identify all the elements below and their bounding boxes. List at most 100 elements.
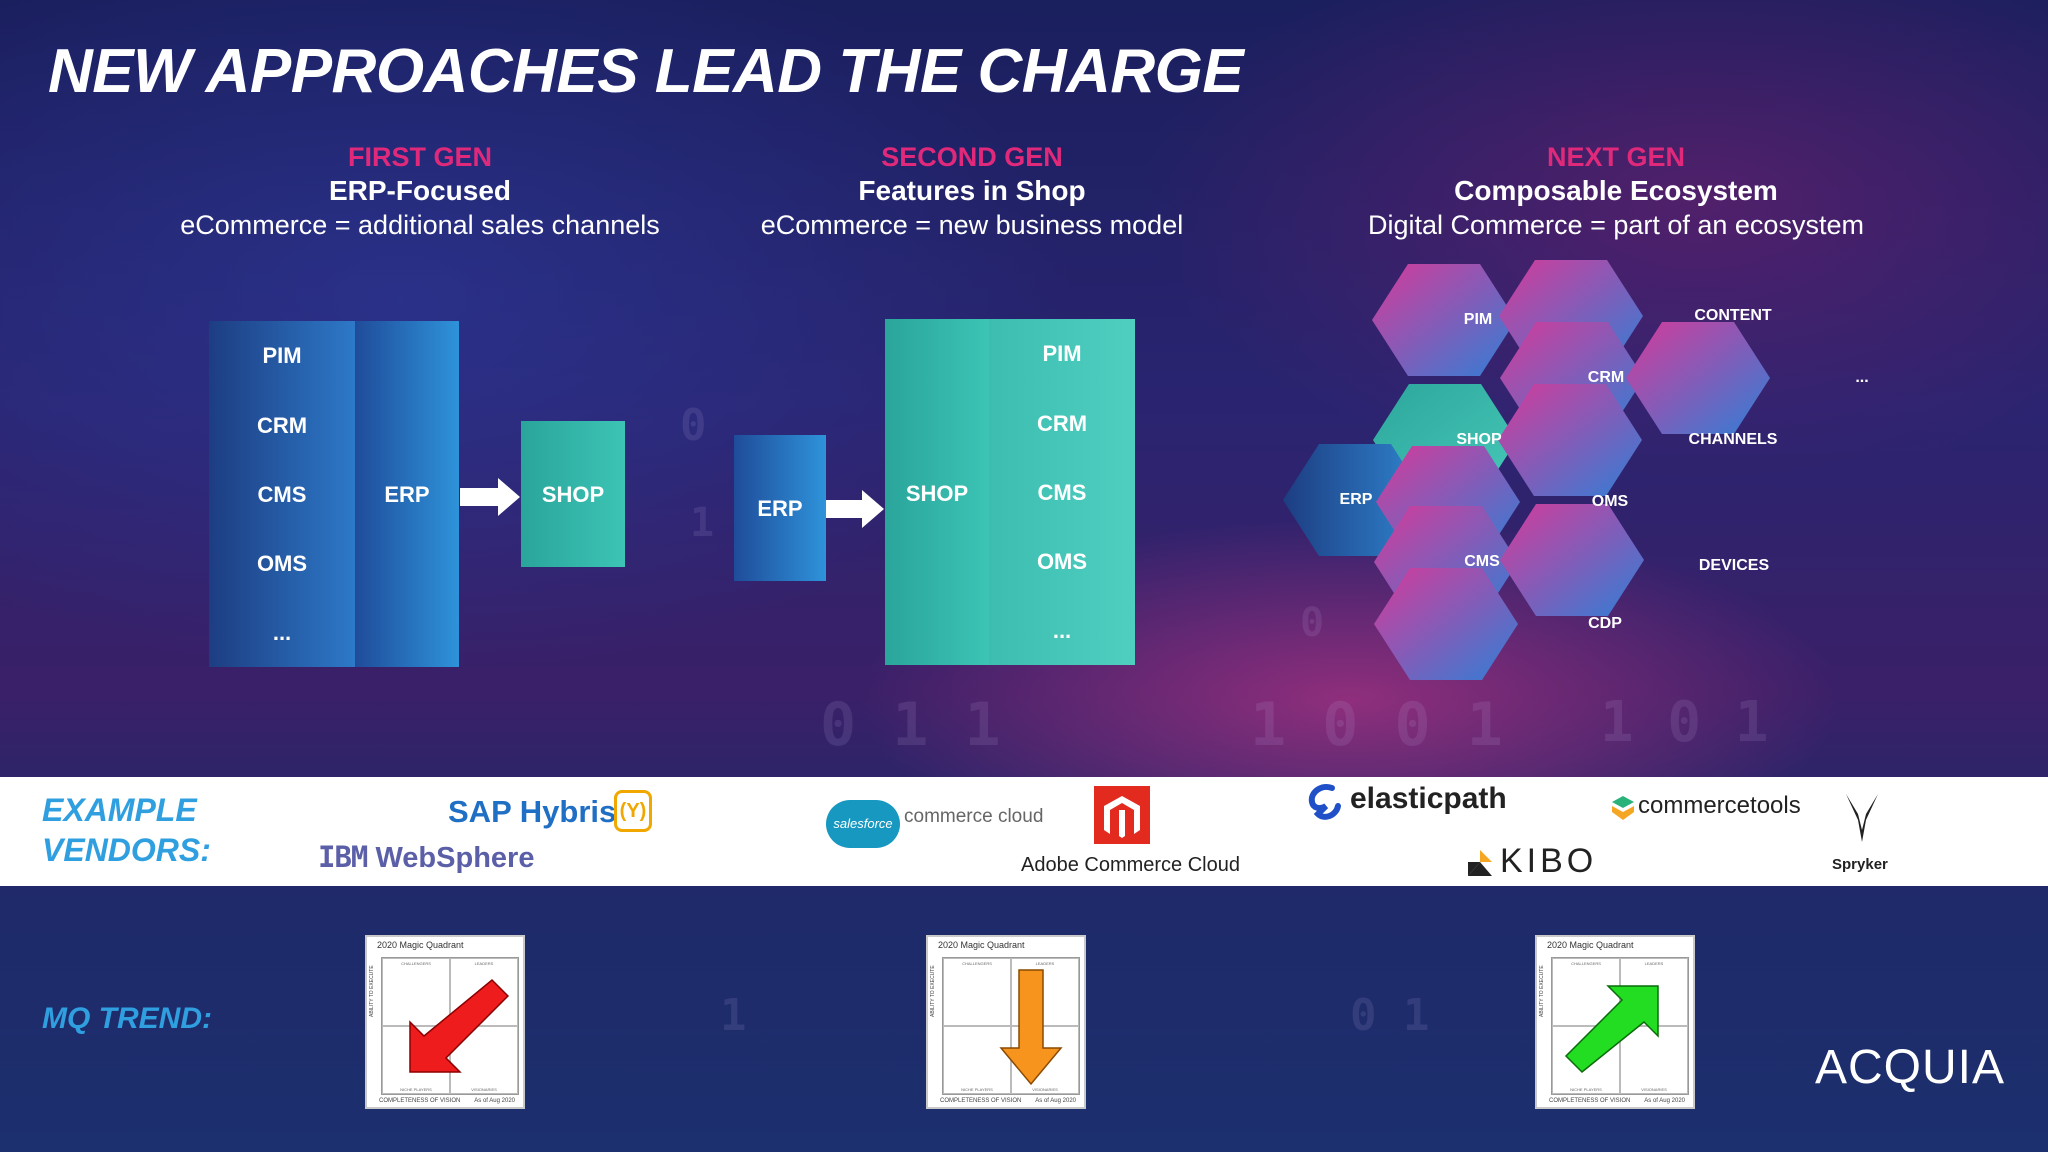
ibm-logo-icon: IBM	[318, 840, 368, 874]
module-label: CRM	[1036, 411, 1088, 436]
mq-card-next-gen: 2020 Magic Quadrant CHALLENGERS LEADERS …	[1535, 935, 1695, 1109]
hex-devices	[1500, 504, 1644, 616]
mq-card-title: 2020 Magic Quadrant	[938, 940, 1025, 950]
mq-quadrant-label: VISIONARIES	[1032, 1087, 1058, 1092]
shop-label: SHOP	[541, 482, 605, 507]
second-gen-shop-block	[885, 319, 989, 665]
mq-card-first-gen: 2020 Magic Quadrant CHALLENGERS LEADERS …	[365, 935, 525, 1109]
first-gen-shop-block	[521, 421, 625, 567]
right-arrow-icon	[826, 490, 884, 528]
mq-card-title: 2020 Magic Quadrant	[377, 940, 464, 950]
mq-trend-label: MQ TREND:	[42, 1002, 212, 1035]
adobe-magento-logo-icon	[1094, 786, 1150, 844]
hex-pim	[1372, 264, 1516, 376]
hex-label-cms: CMS	[1464, 553, 1500, 570]
vendors-label: EXAMPLE VENDORS:	[42, 790, 211, 870]
erp-label: ERP	[757, 496, 803, 521]
next-gen-honeycomb	[1283, 260, 1770, 680]
trend-arrow-down-left-icon	[409, 978, 510, 1073]
hex-cdp	[1374, 568, 1518, 680]
gen-description: eCommerce = additional sales channels	[180, 210, 660, 240]
elasticpath-logo-icon	[1308, 784, 1341, 820]
vendor-band	[0, 777, 2048, 886]
mq-x-axis: COMPLETENESS OF VISION	[1549, 1098, 1631, 1104]
gen-description: eCommerce = new business model	[760, 210, 1184, 240]
bg-digit: 0	[1300, 600, 1325, 646]
vendor-spryker: Spryker	[1832, 856, 1888, 873]
second-gen-modules-block	[989, 319, 1135, 665]
acquia-logo: ACQUIA	[1815, 1041, 2006, 1094]
module-label: OMS	[256, 551, 308, 576]
hex-label-cdp: CDP	[1588, 615, 1622, 632]
vendor-commercetools: commercetools	[1638, 792, 1801, 819]
slide-title: NEW APPROACHES LEAD THE CHARGE	[48, 37, 1244, 106]
bg-digit: 0 1	[1350, 990, 1430, 1041]
module-label: CRM	[256, 413, 308, 438]
column-heading-second: SECOND GEN Features in Shop eCommerce = …	[692, 140, 1252, 242]
hex-label-pim: PIM	[1463, 311, 1493, 328]
vendors-label-line2: VENDORS:	[42, 832, 211, 868]
mq-quadrant: NICHE PLAYERS	[1552, 1026, 1620, 1094]
vendors-label-line1: EXAMPLE	[42, 792, 197, 828]
column-heading-first: FIRST GEN ERP-Focused eCommerce = additi…	[140, 140, 700, 242]
mq-y-axis: ABILITY TO EXECUTE	[930, 965, 936, 1017]
mq-as-of: As of Aug 2020	[474, 1098, 515, 1104]
first-gen-erp-block	[355, 321, 459, 667]
mq-quadrant-label: LEADERS	[1644, 961, 1664, 966]
mq-quadrant-label: VISIONARIES	[1641, 1087, 1667, 1092]
module-label: ...	[1052, 618, 1072, 643]
hex-channels	[1498, 384, 1642, 496]
bg-digit: 1	[720, 990, 747, 1041]
gen-label: FIRST GEN	[347, 142, 492, 172]
hex-label-more: ...	[1855, 369, 1869, 386]
mq-x-axis: COMPLETENESS OF VISION	[940, 1098, 1022, 1104]
column-heading-next: NEXT GEN Composable Ecosystem Digital Co…	[1296, 140, 1936, 242]
mq-quadrant-label: LEADERS	[1035, 961, 1055, 966]
mq-quadrant: VISIONARIES	[450, 1026, 518, 1094]
gen-label: NEXT GEN	[1546, 142, 1686, 172]
vendor-adobe-commerce-cloud: Adobe Commerce Cloud	[1021, 854, 1240, 876]
mq-quadrant-label: NICHE PLAYERS	[1570, 1087, 1602, 1092]
spryker-logo-icon	[1846, 794, 1878, 842]
hex-label-erp: ERP	[1339, 491, 1373, 508]
hex-label-oms: OMS	[1591, 493, 1629, 510]
right-arrow-icon	[460, 478, 520, 516]
module-label: CMS	[1037, 480, 1087, 505]
vendor-kibo: KIBO	[1500, 842, 1598, 880]
mq-grid: CHALLENGERS LEADERS NICHE PLAYERS VISION…	[942, 957, 1080, 1095]
hex-label-content: CONTENT	[1694, 307, 1772, 324]
mq-quadrant: CHALLENGERS	[382, 958, 450, 1026]
mq-y-axis: ABILITY TO EXECUTE	[1539, 965, 1545, 1017]
gen-subtitle: Composable Ecosystem	[1454, 175, 1778, 206]
vendor-elasticpath: elasticpath	[1350, 782, 1507, 815]
module-label: CMS	[257, 482, 307, 507]
gen-subtitle: Features in Shop	[858, 175, 1086, 206]
trend-arrow-up-right-icon	[1564, 985, 1659, 1074]
hex-label-shop: SHOP	[1456, 431, 1502, 448]
mq-card-title: 2020 Magic Quadrant	[1547, 940, 1634, 950]
module-label: ...	[272, 620, 292, 645]
mq-quadrant: NICHE PLAYERS	[382, 1026, 450, 1094]
vendor-sap-hybris: SAP Hybris	[448, 794, 617, 829]
trend-arrow-down-icon	[999, 969, 1063, 1086]
mq-quadrant: LEADERS	[450, 958, 518, 1026]
mq-as-of: As of Aug 2020	[1035, 1098, 1076, 1104]
hex-label-channels: CHANNELS	[1688, 431, 1778, 448]
mq-quadrant-label: VISIONARIES	[471, 1087, 497, 1092]
mq-grid: CHALLENGERS LEADERS NICHE PLAYERS VISION…	[1551, 957, 1689, 1095]
vendor-salesforce-commerce-cloud: commerce cloud	[904, 806, 1044, 827]
vendor-ibm-websphere: IBM WebSphere	[318, 840, 534, 875]
mq-quadrant-label: LEADERS	[474, 961, 494, 966]
salesforce-cloud-icon: salesforce	[826, 800, 900, 848]
mq-quadrant-label: NICHE PLAYERS	[400, 1087, 432, 1092]
mq-as-of: As of Aug 2020	[1644, 1098, 1685, 1104]
mq-quadrant: CHALLENGERS	[943, 958, 1011, 1026]
websphere-label: WebSphere	[375, 842, 535, 874]
gen-subtitle: ERP-Focused	[328, 175, 512, 206]
mq-grid: CHALLENGERS LEADERS NICHE PLAYERS VISION…	[381, 957, 519, 1095]
hex-more	[1626, 322, 1770, 434]
mq-quadrant-label: CHALLENGERS	[1571, 961, 1601, 966]
mq-y-axis: ABILITY TO EXECUTE	[369, 965, 375, 1017]
bg-digit: 0	[680, 400, 707, 451]
